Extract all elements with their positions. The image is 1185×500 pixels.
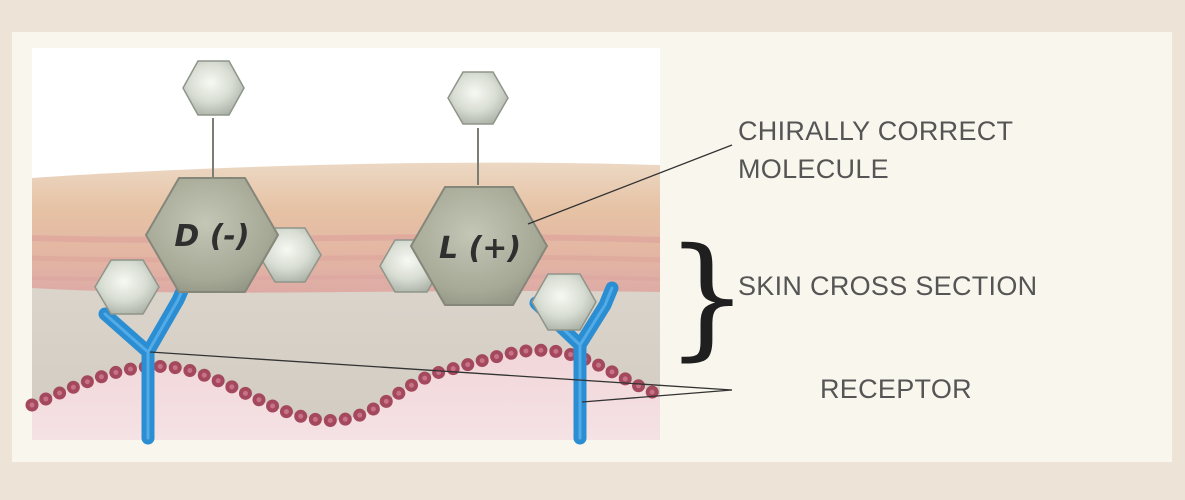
annotation-receptor: RECEPTOR (820, 374, 972, 404)
annotation-skin: SKIN CROSS SECTION (738, 271, 1037, 301)
hexagon-bound (94, 259, 160, 315)
annotation-chiral-line-2: MOLECULE (738, 154, 889, 184)
hexagon-bound (531, 273, 597, 331)
leader-line-receptor-right (581, 389, 733, 403)
annotation-chiral-line-1: CHIRALLY CORRECT (738, 116, 1013, 146)
molecule-l: L (+) (379, 71, 597, 331)
hexagon-main (144, 177, 280, 293)
hexagon-main (409, 186, 549, 306)
cell-membrane-highlight (29, 347, 663, 423)
hexagon-top (447, 71, 509, 125)
leader-line-chiral (527, 144, 733, 225)
molecule-d: D (-) (94, 60, 322, 315)
molecule-l-label: L (+) (439, 231, 521, 266)
skin-stripe (31, 234, 661, 243)
leader-line-receptor-left (149, 351, 733, 391)
molecule-d-label: D (-) (174, 219, 249, 254)
brace: } (665, 220, 749, 374)
hexagon-top (182, 60, 245, 116)
